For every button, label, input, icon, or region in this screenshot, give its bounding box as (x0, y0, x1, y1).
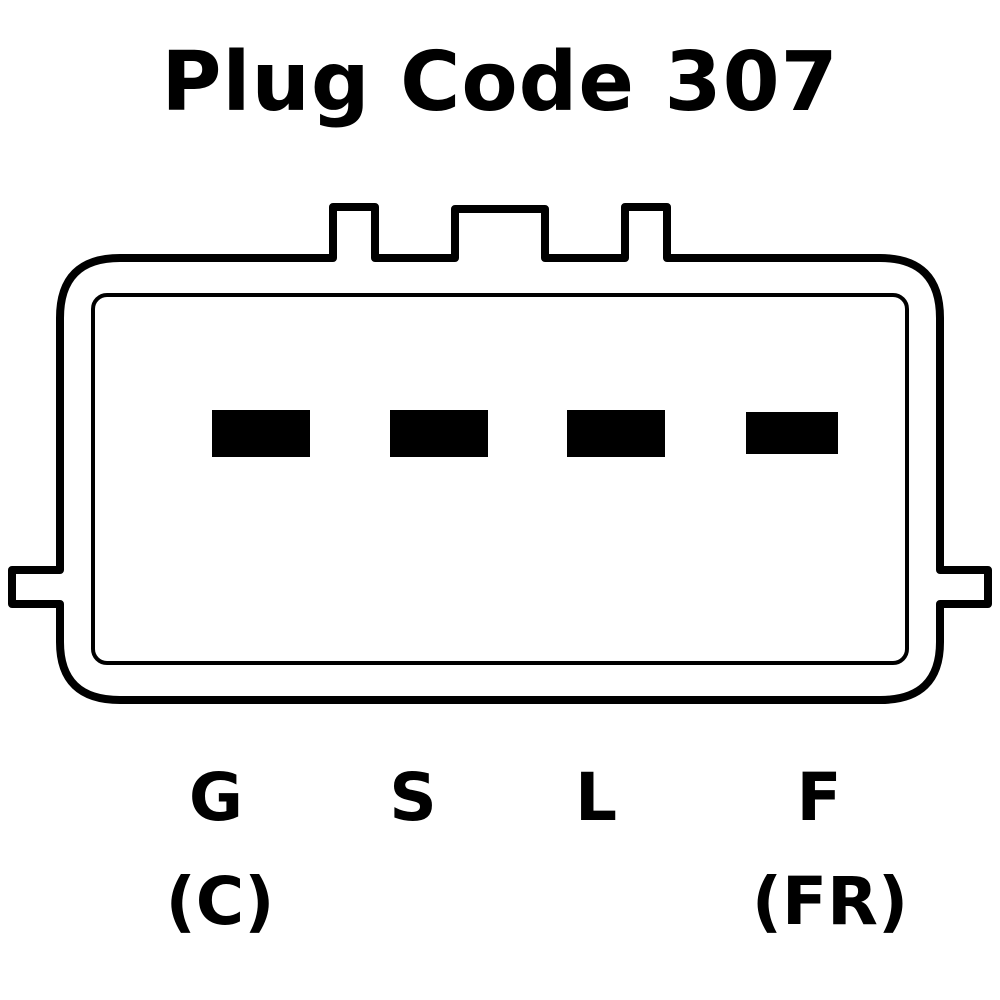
pin-label-f: F (796, 759, 842, 836)
terminal-pin-s (390, 410, 488, 457)
connector-inner-cavity (91, 293, 909, 665)
terminal-pin-f (746, 412, 838, 454)
diagram-title: Plug Code 307 (161, 35, 839, 130)
terminal-pin-g (212, 410, 310, 457)
terminal-pin-l (567, 410, 665, 457)
pin-label-l: L (574, 759, 618, 836)
pin-alt-label-g: (C) (165, 863, 275, 940)
pin-alt-label-f: (FR) (751, 863, 909, 940)
pin-label-g: G (188, 759, 244, 836)
pin-label-s: S (389, 759, 437, 836)
